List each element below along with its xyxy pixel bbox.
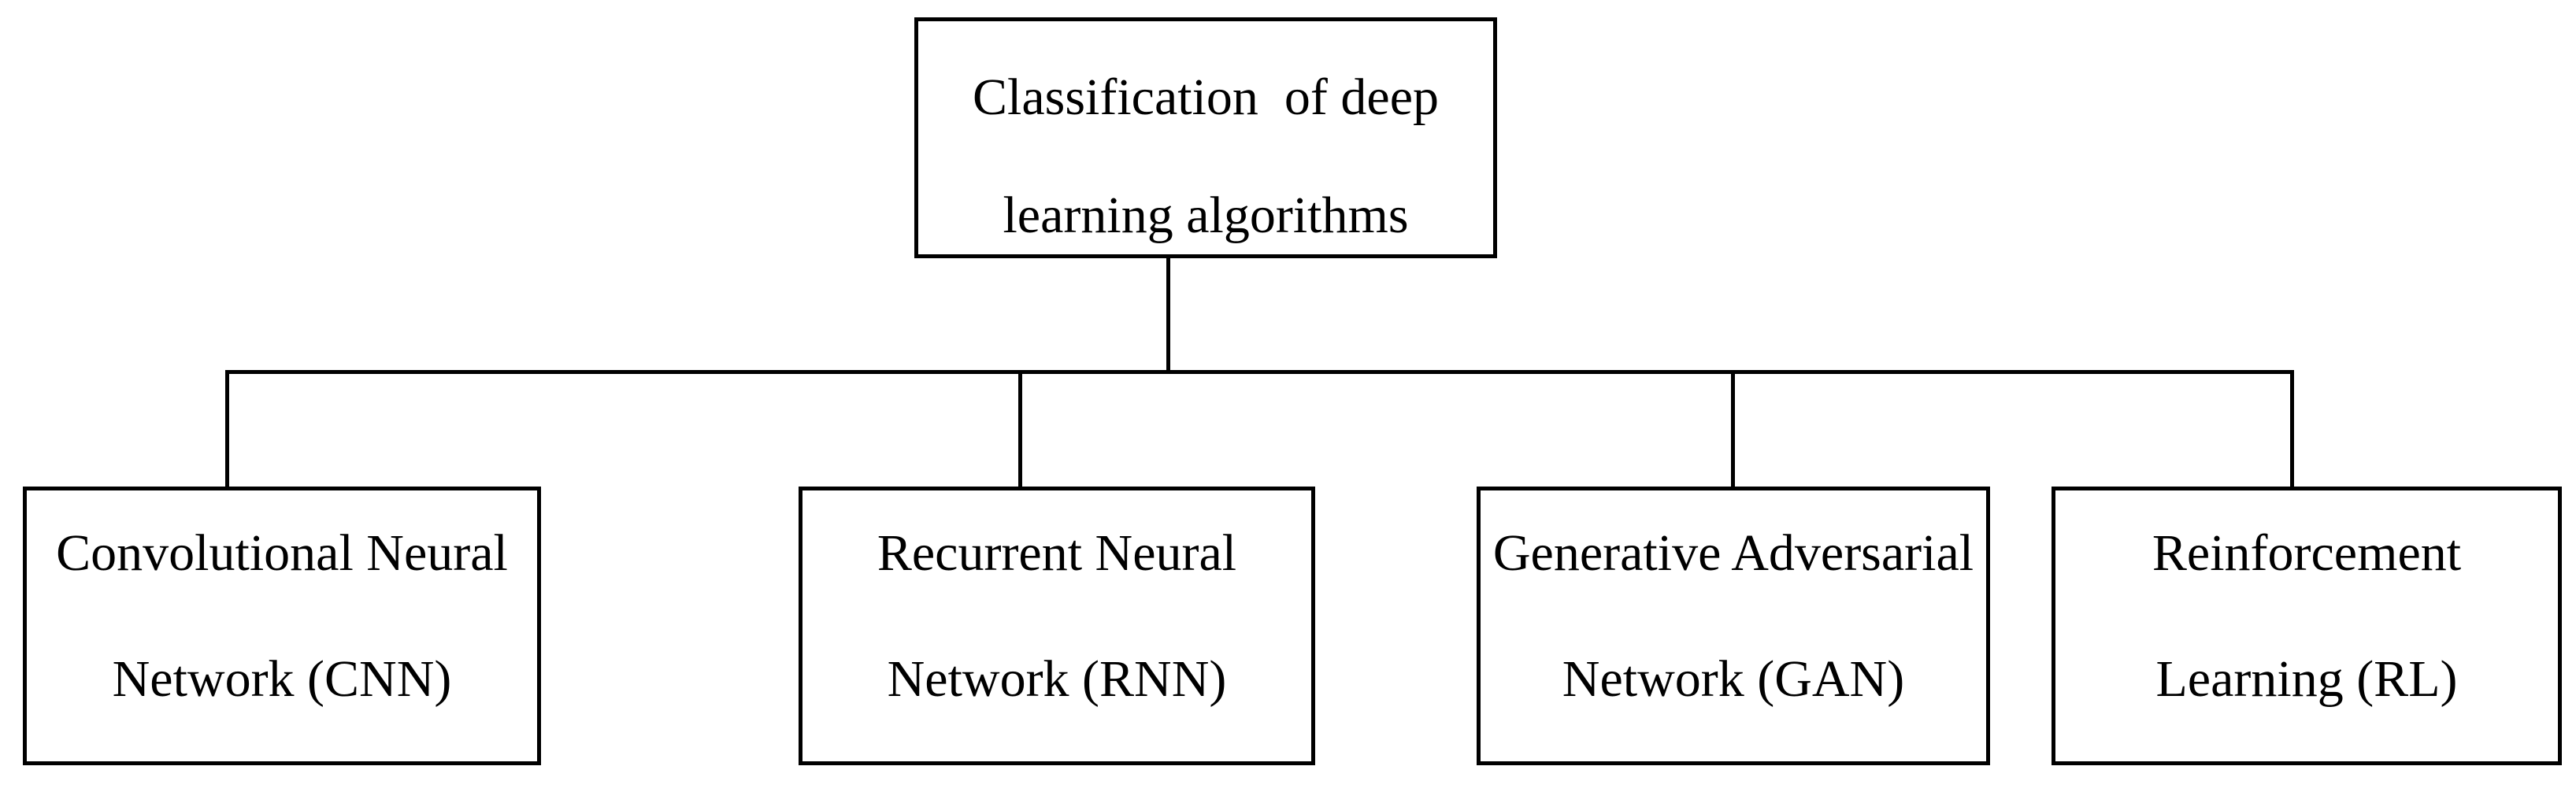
cnn-label-line1: Convolutional Neural [56,524,508,582]
connector-rail [225,370,2294,374]
cnn-label-line2: Network (CNN) [112,650,452,708]
root-label-line2: learning algorithms [1003,187,1409,244]
rl-label-line2: Learning (RL) [2155,650,2458,708]
connector-root-stem [1166,258,1170,372]
gan-label-line2: Network (GAN) [1562,650,1905,708]
connector-drop-rnn [1018,370,1022,488]
rnn-label-line1: Recurrent Neural [877,524,1237,582]
node-gan: Generative Adversarial Network (GAN) [1477,487,1990,765]
connector-drop-rl [2290,370,2294,488]
connector-drop-cnn [225,370,229,488]
node-classification-root: Classification of deep learning algorith… [914,17,1497,258]
rl-label-line1: Reinforcement [2152,524,2462,582]
root-label-line1: Classification of deep [972,68,1439,126]
node-rnn: Recurrent Neural Network (RNN) [799,487,1315,765]
node-rl: Reinforcement Learning (RL) [2052,487,2562,765]
gan-label-line1: Generative Adversarial [1492,524,1974,582]
connector-drop-gan [1731,370,1735,488]
rnn-label-line2: Network (RNN) [887,650,1227,708]
node-cnn: Convolutional Neural Network (CNN) [23,487,541,765]
